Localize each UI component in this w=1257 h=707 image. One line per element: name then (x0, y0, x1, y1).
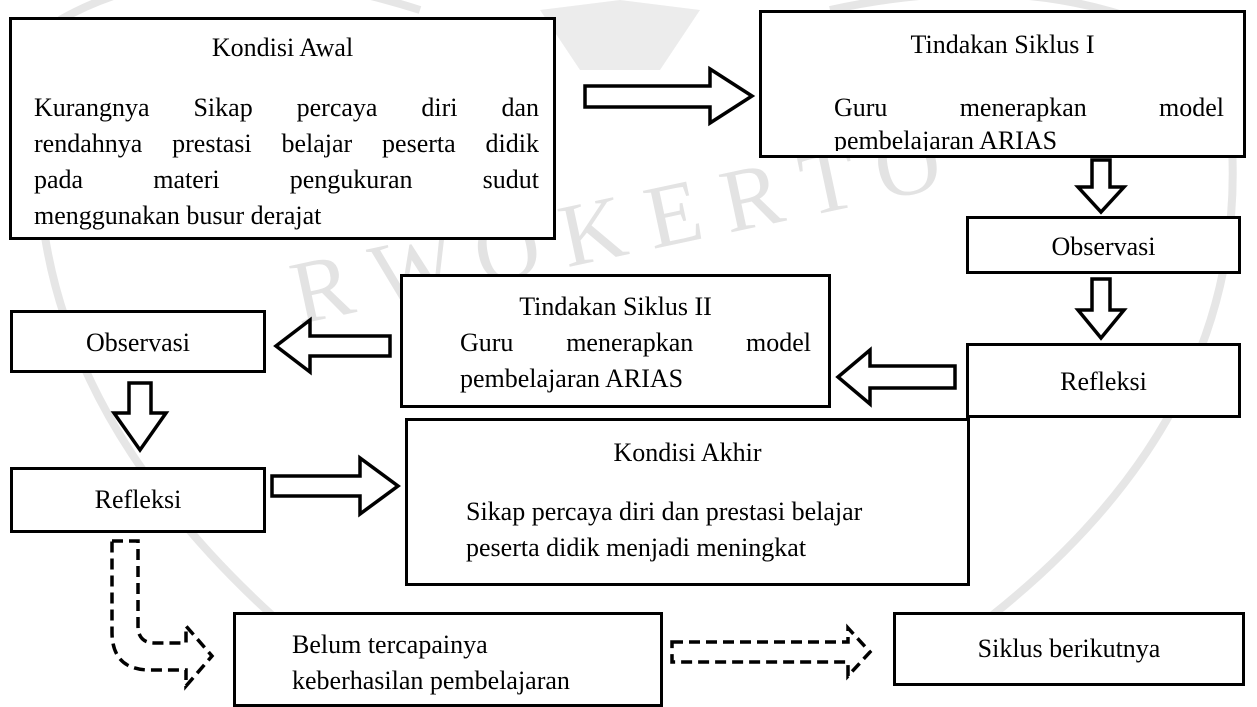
cycle-1-action-line-1: Guru menerapkan model (834, 93, 1224, 122)
arrow-reflection1-to-cycle2 (835, 346, 957, 408)
initial-condition-line-2: rendahnya prestasi belajar peserta didik (34, 129, 539, 158)
cycle-1-action-box: Tindakan Siklus I Guru menerapkan model … (759, 10, 1246, 158)
not-achieved-line-1: Belum tercapainya (292, 630, 488, 659)
arrow-cycle1-to-observation1 (1074, 158, 1128, 215)
reflection-2-box: Refleksi (10, 467, 266, 533)
observation-1-label: Observasi (1051, 232, 1156, 261)
cycle-2-action-box: Tindakan Siklus II Guru menerapkan model… (400, 274, 831, 408)
not-achieved-line-2: keberhasilan pembelajaran (292, 666, 570, 695)
final-condition-box: Kondisi Akhir Sikap percaya diri dan pre… (405, 418, 970, 586)
arrow-reflection2-to-not-achieved (110, 539, 215, 691)
final-condition-line-2: peserta didik menjadi meningkat (466, 533, 807, 562)
arrow-not-achieved-to-next-cycle (670, 623, 873, 681)
arrow-observation2-to-reflection2 (110, 381, 170, 454)
cycle-2-action-title: Tindakan Siklus II (519, 292, 712, 321)
observation-2-label: Observasi (86, 328, 190, 357)
cycle-2-action-line-1: Guru menerapkan model (460, 328, 811, 357)
initial-condition-box: Kondisi Awal Kurangnya Sikap percaya dir… (9, 17, 556, 240)
final-condition-line-1: Sikap percaya diri dan prestasi belajar (466, 497, 863, 526)
next-cycle-box: Siklus berikutnya (893, 612, 1245, 686)
not-achieved-box: Belum tercapainya keberhasilan pembelaja… (233, 612, 663, 707)
reflection-2-label: Refleksi (94, 485, 182, 514)
arrow-reflection2-to-final (270, 454, 401, 518)
arrow-cycle2-to-observation2 (273, 316, 392, 376)
observation-1-box: Observasi (966, 216, 1241, 274)
reflection-1-box: Refleksi (966, 343, 1241, 418)
initial-condition-line-1: Kurangnya Sikap percaya diri dan (34, 93, 539, 122)
next-cycle-label: Siklus berikutnya (977, 634, 1161, 663)
cycle-2-action-line-2: pembelajaran ARIAS (460, 364, 684, 393)
arrow-initial-to-cycle1 (583, 65, 756, 127)
initial-condition-title: Kondisi Awal (211, 33, 354, 62)
initial-condition-line-3: pada materi pengukuran sudut (34, 165, 539, 194)
observation-2-box: Observasi (10, 310, 266, 373)
initial-condition-line-4: menggunakan busur derajat (34, 201, 322, 230)
cycle-1-action-title: Tindakan Siklus I (910, 30, 1095, 59)
final-condition-title: Kondisi Akhir (613, 438, 762, 467)
arrow-observation1-to-reflection1 (1074, 277, 1128, 341)
cycle-1-action-line-2: pembelajaran ARIAS (834, 126, 1058, 151)
reflection-1-label: Refleksi (1060, 367, 1147, 396)
